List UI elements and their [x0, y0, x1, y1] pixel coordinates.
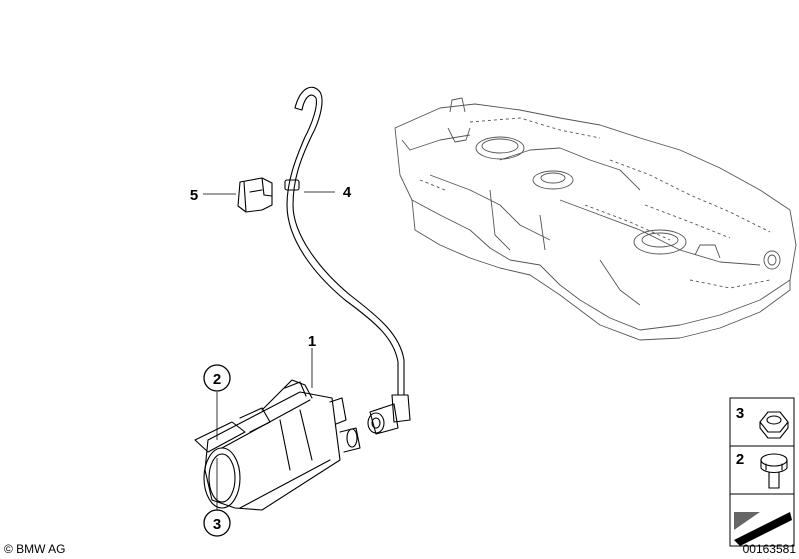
hex-bolt-icon	[760, 453, 788, 489]
hex-nut-icon	[759, 411, 789, 439]
callout-1: 1	[308, 333, 316, 350]
image-number: 00163581	[743, 542, 797, 556]
activated-carbon-canister	[194, 379, 361, 511]
callout-leaders	[203, 191, 335, 510]
fuel-tank-illustration	[394, 97, 797, 341]
legend-number-2: 2	[736, 451, 744, 468]
copyright-text: © BMW AG	[4, 542, 66, 556]
hose-clip	[237, 177, 273, 213]
callout-2-circle	[203, 364, 231, 392]
callout-3: 3	[213, 516, 221, 533]
bracket-icon	[734, 512, 792, 546]
legend-number-3: 3	[736, 405, 744, 422]
callout-5: 5	[190, 187, 198, 204]
callout-2: 2	[213, 371, 221, 388]
vent-hose	[284, 86, 411, 435]
callout-4: 4	[343, 184, 352, 201]
callout-3-circle	[203, 509, 231, 537]
